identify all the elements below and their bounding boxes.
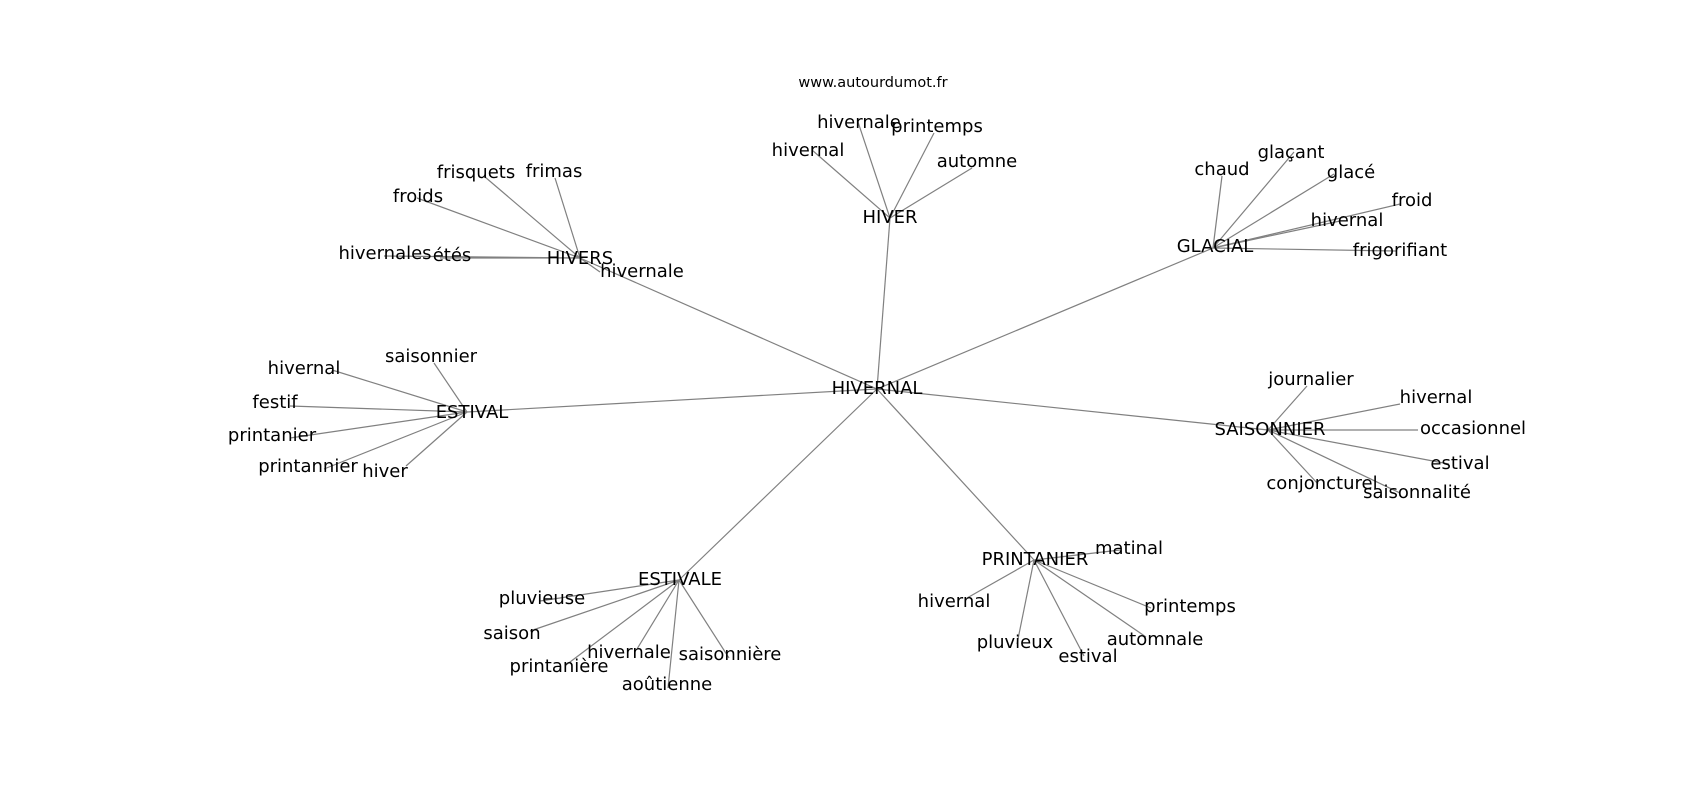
edge-printanier-hivernal: [966, 559, 1035, 599]
word-node-glacial-hivernal: hivernal: [1311, 210, 1384, 231]
edge-glacial-chaud: [1212, 175, 1223, 249]
edge-glacial-hivernal: [1212, 220, 1341, 249]
edge-hivers-frisquets: [484, 176, 581, 259]
word-node-hivers-hivernale: hivernale: [600, 261, 684, 282]
word-node-estival-saisonnier: saisonnier: [385, 346, 478, 367]
word-node-estivale-saisonniere: saisonnière: [679, 644, 782, 665]
edge-hiver-printemps: [889, 132, 935, 219]
edge-hiver-automne: [889, 167, 973, 219]
word-node-hiver-printemps: printemps: [891, 116, 983, 137]
word-node-estival-printannier: printannier: [258, 456, 358, 477]
edges: [289, 121, 1450, 689]
edge-printanier-printemps: [1033, 559, 1152, 609]
word-node-estivale-pluvieuse: pluvieuse: [499, 588, 585, 609]
word-node-printanier-printemps: printemps: [1144, 596, 1236, 617]
word-node-estival-hivernal: hivernal: [268, 358, 341, 379]
edge-saisonnier-journalier: [1267, 385, 1308, 431]
word-node-hivers-etes: étés: [433, 245, 472, 266]
edge-saisonnier-saisonnalite: [1267, 429, 1401, 494]
word-node-glacial-glace: glacé: [1327, 162, 1375, 183]
labels: HIVERNALHIVERhivernalhivernaleprintempsa…: [228, 112, 1526, 695]
word-node-estivale-printaniere: printanière: [510, 656, 609, 677]
edge-estival-hivernal: [331, 369, 468, 413]
word-node-glacial-frigorifiant: frigorifiant: [1353, 240, 1447, 261]
word-node-hiver-hivernal: hivernal: [772, 140, 845, 161]
edge-estival-hiver: [405, 411, 468, 467]
edge-hivernal-saisonnier: [876, 388, 1269, 431]
word-node-printanier-hivernal: hivernal: [918, 591, 991, 612]
edge-printanier-matinal: [1033, 549, 1121, 561]
cluster-node-hivers: HIVERS: [547, 248, 613, 269]
edge-estival-festif: [289, 405, 468, 413]
center-node-label: HIVERNAL: [832, 378, 923, 399]
word-node-estivale-aoutienne: aoûtienne: [622, 674, 712, 695]
word-node-estival-printanier: printanier: [228, 425, 317, 446]
edge-estivale-printaniere: [565, 579, 680, 666]
word-node-hivers-frimas: frimas: [526, 161, 583, 182]
edge-hiver-hivernal: [811, 149, 891, 219]
word-node-saisonnier-estival: estival: [1430, 453, 1489, 474]
edge-hivernal-hivers: [579, 257, 878, 390]
edge-estivale-aoutienne: [667, 579, 680, 689]
word-node-saisonnier-hivernal: hivernal: [1400, 387, 1473, 408]
edge-printanier-estival: [1033, 559, 1085, 657]
source-label: www.autourdumot.fr: [798, 75, 947, 91]
word-node-estival-hiver: hiver: [362, 461, 408, 482]
word-node-printanier-matinal: matinal: [1095, 538, 1163, 559]
word-node-hivers-frisquets: frisquets: [437, 162, 515, 183]
cluster-node-saisonnier: SAISONNIER: [1214, 419, 1325, 440]
edge-hiver-hivernale: [857, 121, 891, 219]
word-node-printanier-pluvieux: pluvieux: [977, 632, 1054, 653]
edge-glacial-froid: [1212, 203, 1401, 249]
edge-estivale-hivernale: [636, 579, 680, 650]
edge-hivers-hivernale: [579, 257, 601, 273]
edge-hivernal-estivale: [678, 388, 878, 581]
edge-estival-printanier: [289, 411, 468, 439]
cluster-node-glacial: GLACIAL: [1177, 236, 1254, 257]
cluster-node-estival: ESTIVAL: [436, 402, 509, 423]
word-node-glacial-froid: froid: [1392, 190, 1433, 211]
edge-hivernal-printanier: [876, 388, 1035, 561]
edge-hivers-froids: [416, 197, 581, 259]
edge-hivernal-estival: [466, 388, 878, 413]
edge-saisonnier-conjoncturel: [1267, 429, 1319, 485]
edge-estival-saisonnier: [433, 362, 468, 413]
word-node-glacial-glacant: glaçant: [1258, 142, 1325, 163]
word-node-hiver-automne: automne: [937, 151, 1018, 172]
cluster-node-hiver: HIVER: [862, 207, 917, 228]
edge-saisonnier-hivernal: [1267, 403, 1401, 431]
edge-hivernal-hiver: [876, 217, 891, 390]
word-node-saisonnier-journalier: journalier: [1267, 369, 1354, 390]
cluster-node-estivale: ESTIVALE: [638, 569, 722, 590]
word-node-hiver-hivernale: hivernale: [817, 112, 901, 133]
word-node-saisonnier-occasionnel: occasionnel: [1420, 418, 1526, 439]
word-node-printanier-estival: estival: [1058, 646, 1117, 667]
edge-hivernal-glacial: [876, 247, 1214, 390]
word-node-estival-festif: festif: [252, 392, 298, 413]
word-node-glacial-chaud: chaud: [1194, 159, 1249, 180]
edge-glacial-glacant: [1212, 151, 1295, 249]
word-node-saisonnier-saisonnalite: saisonnalité: [1363, 482, 1471, 503]
edge-estival-printannier: [323, 411, 468, 470]
edge-estivale-pluvieuse: [539, 579, 680, 602]
word-node-saisonnier-conjoncturel: conjoncturel: [1266, 473, 1377, 494]
word-node-estivale-saison: saison: [483, 623, 540, 644]
edge-estivale-saisonniere: [678, 579, 730, 659]
edge-printanier-automnale: [1033, 559, 1147, 638]
word-node-printanier-automnale: automnale: [1107, 629, 1204, 650]
word-node-estivale-hivernale: hivernale: [587, 642, 671, 663]
edge-printanier-pluvieux: [1016, 559, 1035, 645]
word-node-hivers-froids: froids: [393, 186, 443, 207]
edge-estivale-saison: [529, 579, 680, 632]
cluster-node-printanier: PRINTANIER: [982, 549, 1089, 570]
word-node-hivers-hivernales: hivernales: [338, 243, 431, 264]
edge-glacial-glace: [1212, 173, 1335, 249]
edge-saisonnier-estival: [1267, 429, 1450, 465]
edge-glacial-frigorifiant: [1212, 247, 1397, 252]
edge-hivers-frimas: [554, 177, 581, 259]
